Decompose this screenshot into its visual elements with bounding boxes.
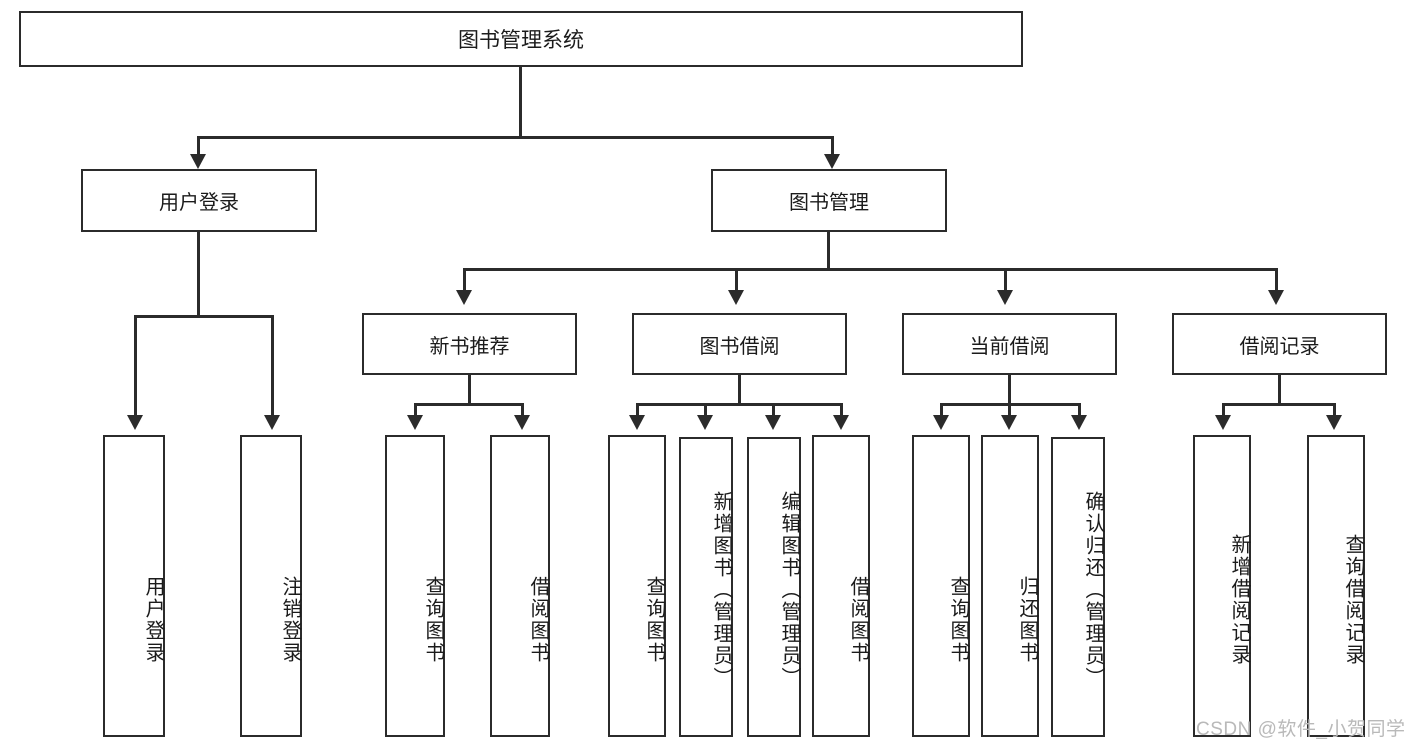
node-label: 借阅记录 xyxy=(1239,335,1320,358)
edge-current-borrow-to-leaf-1 xyxy=(940,403,943,419)
node-root-system[interactable]: 图书管理系统 xyxy=(19,11,1023,67)
arrow-down-icon xyxy=(629,415,645,430)
node-label: 新增借阅记录 xyxy=(1228,534,1250,666)
edge-user-login-to-leaf-1 xyxy=(134,315,137,419)
edge-user-login-stem xyxy=(197,232,200,318)
node-label: 注销登录 xyxy=(279,576,301,664)
edge-root-to-user-login xyxy=(197,136,200,158)
edge-borrow-book-to-leaf-3 xyxy=(772,403,775,419)
edge-book-mgmt-to-new-book xyxy=(463,268,466,294)
edge-current-borrow-to-leaf-2 xyxy=(1008,403,1011,419)
leaf-user-login[interactable]: 用户登录 xyxy=(103,435,165,737)
leaf-borrow-book-borrow[interactable]: 借阅图书 xyxy=(812,435,870,737)
leaf-query-book-newbook[interactable]: 查询图书 xyxy=(385,435,445,737)
node-label: 当前借阅 xyxy=(969,335,1050,358)
arrow-down-icon xyxy=(765,415,781,430)
arrow-down-icon xyxy=(1326,415,1342,430)
node-label: 新书推荐 xyxy=(429,335,510,358)
node-label: 查询借阅记录 xyxy=(1342,534,1364,666)
arrow-down-icon xyxy=(407,415,423,430)
edge-book-mgmt-stem xyxy=(827,232,830,270)
node-label: 编辑图书（管理员） xyxy=(778,491,800,689)
edge-borrow-book-to-leaf-4 xyxy=(840,403,843,419)
arrow-down-icon xyxy=(514,415,530,430)
arrow-down-icon xyxy=(728,290,744,305)
edge-current-borrow-stem xyxy=(1008,375,1011,405)
leaf-query-book-borrow[interactable]: 查询图书 xyxy=(608,435,666,737)
leaf-return-book[interactable]: 归还图书 xyxy=(981,435,1039,737)
node-label: 新增图书（管理员） xyxy=(710,491,732,689)
edge-root-to-book-mgmt xyxy=(831,136,834,158)
node-current-borrow[interactable]: 当前借阅 xyxy=(902,313,1117,375)
arrow-down-icon xyxy=(697,415,713,430)
node-label: 借阅图书 xyxy=(847,576,869,664)
edge-root-bus xyxy=(197,136,834,139)
edge-borrow-record-bus xyxy=(1222,403,1336,406)
arrow-down-icon xyxy=(1268,290,1284,305)
leaf-logout[interactable]: 注销登录 xyxy=(240,435,302,737)
edge-book-mgmt-to-borrow-record xyxy=(1275,268,1278,294)
edge-user-login-to-leaf-2 xyxy=(271,315,274,419)
arrow-down-icon xyxy=(190,154,206,169)
edge-new-book-stem xyxy=(468,375,471,405)
node-borrow-record[interactable]: 借阅记录 xyxy=(1172,313,1387,375)
leaf-borrow-book-newbook[interactable]: 借阅图书 xyxy=(490,435,550,737)
node-label: 图书借阅 xyxy=(699,335,780,358)
node-new-book-recommend[interactable]: 新书推荐 xyxy=(362,313,577,375)
arrow-down-icon xyxy=(1071,415,1087,430)
edge-borrow-record-stem xyxy=(1278,375,1281,405)
edge-new-book-to-leaf-1 xyxy=(414,403,417,419)
node-label: 查询图书 xyxy=(422,576,444,664)
edge-borrow-record-to-leaf-1 xyxy=(1222,403,1225,419)
edge-borrow-book-stem xyxy=(738,375,741,405)
leaf-add-borrow-record[interactable]: 新增借阅记录 xyxy=(1193,435,1251,737)
arrow-down-icon xyxy=(933,415,949,430)
edge-new-book-to-leaf-2 xyxy=(521,403,524,419)
node-user-login[interactable]: 用户登录 xyxy=(81,169,317,232)
node-label: 查询图书 xyxy=(947,576,969,664)
edge-current-borrow-to-leaf-3 xyxy=(1078,403,1081,419)
node-book-management[interactable]: 图书管理 xyxy=(711,169,947,232)
leaf-confirm-return-admin[interactable]: 确认归还（管理员） xyxy=(1051,437,1105,737)
leaf-add-book-admin[interactable]: 新增图书（管理员） xyxy=(679,437,733,737)
leaf-edit-book-admin[interactable]: 编辑图书（管理员） xyxy=(747,437,801,737)
edge-book-mgmt-bus xyxy=(463,268,1278,271)
node-label: 归还图书 xyxy=(1016,576,1038,664)
edge-borrow-book-to-leaf-1 xyxy=(636,403,639,419)
arrow-down-icon xyxy=(127,415,143,430)
node-label: 用户登录 xyxy=(159,192,239,214)
edge-book-mgmt-to-current-borrow xyxy=(1004,268,1007,294)
node-book-borrow[interactable]: 图书借阅 xyxy=(632,313,847,375)
edge-borrow-book-bus xyxy=(636,403,840,406)
node-label: 图书管理 xyxy=(789,192,869,214)
leaf-query-book-current[interactable]: 查询图书 xyxy=(912,435,970,737)
leaf-query-borrow-record[interactable]: 查询借阅记录 xyxy=(1307,435,1365,737)
arrow-down-icon xyxy=(997,290,1013,305)
arrow-down-icon xyxy=(833,415,849,430)
edge-borrow-record-to-leaf-2 xyxy=(1333,403,1336,419)
edge-new-book-bus xyxy=(414,403,524,406)
edge-book-mgmt-to-borrow-book xyxy=(735,268,738,294)
node-label: 借阅图书 xyxy=(527,576,549,664)
edge-borrow-book-to-leaf-2 xyxy=(704,403,707,419)
arrow-down-icon xyxy=(264,415,280,430)
edge-user-login-bus xyxy=(134,315,274,318)
arrow-down-icon xyxy=(456,290,472,305)
node-label: 图书管理系统 xyxy=(458,29,584,52)
arrow-down-icon xyxy=(824,154,840,169)
node-label: 用户登录 xyxy=(142,576,164,664)
edge-root-stem xyxy=(519,67,522,136)
node-label: 确认归还（管理员） xyxy=(1082,491,1104,689)
node-label: 查询图书 xyxy=(643,576,665,664)
arrow-down-icon xyxy=(1215,415,1231,430)
arrow-down-icon xyxy=(1001,415,1017,430)
